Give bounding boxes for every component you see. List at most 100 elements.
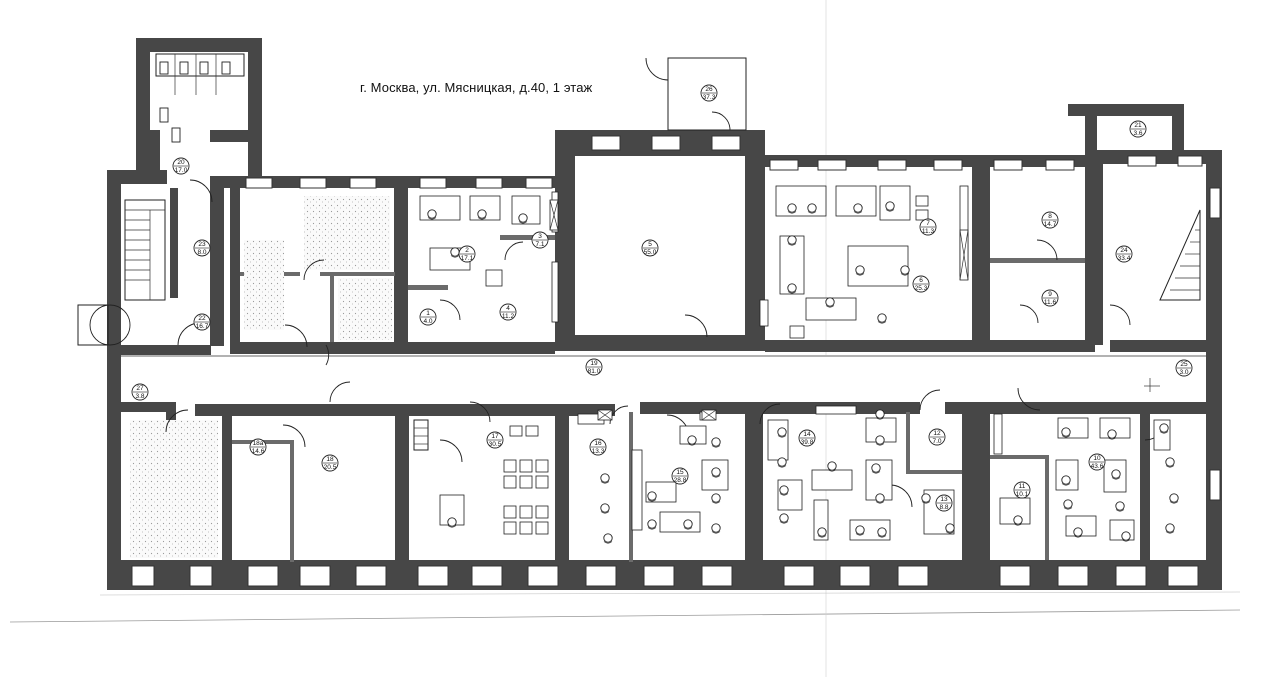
room-number: 20 [177, 159, 185, 166]
room-number: 3 [538, 233, 542, 240]
room-area: 16.7 [196, 323, 209, 330]
room-area: 7.1 [535, 241, 544, 248]
room-number: 15 [676, 469, 684, 476]
room-tag-7: 711.3 [919, 218, 937, 236]
entrance-porch [77, 304, 131, 346]
staircase-small [413, 419, 429, 451]
room-area: 17.1 [461, 255, 474, 262]
room-number: 11 [1019, 483, 1026, 490]
room-area: 8.8 [939, 504, 948, 511]
room-tag-21: 213.6 [1129, 120, 1147, 138]
room-tag-12: 127.0 [928, 428, 946, 446]
staircase-right [1159, 209, 1201, 301]
room-number: 1 [426, 310, 430, 317]
room-area: 43.6 [1091, 463, 1104, 470]
room-number: 12 [933, 430, 941, 437]
scan-edge-line [99, 591, 1241, 596]
room-number: 13 [940, 496, 948, 503]
windows-top [245, 135, 1221, 501]
furniture-room-14 [767, 405, 955, 541]
room-area: 28.8 [674, 477, 687, 484]
room-area: 3.6 [1133, 130, 1142, 137]
room-number: 5 [648, 241, 652, 248]
room-number: 26 [705, 86, 713, 93]
furniture-room-2 [419, 191, 559, 323]
room-number: 9 [1048, 291, 1052, 298]
scan-edge-line [9, 609, 1241, 623]
toilet-fixtures [155, 53, 245, 143]
room-area: 3.0 [1179, 369, 1188, 376]
room-number: 6 [919, 277, 923, 284]
room-area: 14.7 [1044, 221, 1057, 228]
hatched-area [338, 278, 392, 340]
room-area: 10.1 [1016, 491, 1029, 498]
room-number: 4 [506, 305, 510, 312]
room-area: 7.0 [932, 438, 941, 445]
windows-bottom [131, 565, 1199, 587]
room-area: 25.3 [915, 285, 928, 292]
room-area: 39.8 [801, 439, 814, 446]
room-area: 8.0 [197, 249, 206, 256]
room-area: 55.0 [644, 249, 657, 256]
room-area: 3.8 [135, 393, 144, 400]
room-number: 24 [1120, 247, 1128, 254]
room-number: 19 [590, 360, 598, 367]
room-tag-3: 37.1 [531, 231, 549, 249]
room-area: 11.2 [502, 313, 515, 320]
room-area: 20.5 [324, 464, 337, 471]
room-tag-9: 911.6 [1041, 289, 1059, 307]
room-number: 7 [926, 220, 930, 227]
room-number: 22 [198, 315, 206, 322]
cabinets [549, 199, 969, 421]
stairs-mark [1144, 378, 1160, 392]
room-area: 14.6 [252, 448, 265, 455]
room-number: 27 [136, 385, 144, 392]
room-tag-8: 814.7 [1041, 211, 1059, 229]
room-number: 25 [1180, 361, 1188, 368]
room-tag-2: 217.1 [458, 245, 476, 263]
room-area: 17.0 [175, 167, 188, 174]
room-number: 23 [198, 241, 206, 248]
room-tag-27: 273.8 [131, 383, 149, 401]
room-area: 11.3 [922, 228, 935, 235]
room-number: 8 [1048, 213, 1052, 220]
room-number: 17 [491, 433, 499, 440]
room-area: 33.4 [1118, 255, 1131, 262]
staircase-left [124, 199, 166, 301]
room-tag-25: 253.0 [1175, 359, 1193, 377]
room-tag-5: 555.0 [641, 239, 659, 257]
furniture-room-10 [993, 413, 1179, 542]
furniture-room-15 [577, 411, 729, 544]
furniture-room-6 [759, 185, 969, 339]
room-area: 37.3 [703, 94, 716, 101]
room-tag-23: 238.0 [193, 239, 211, 257]
room-number: 14 [803, 431, 811, 438]
hatched-area [130, 420, 218, 558]
annex-26 [645, 57, 747, 131]
room-area: 30.5 [489, 441, 502, 448]
room-number: 18а [253, 440, 264, 447]
room-number: 21 [1134, 122, 1142, 129]
room-area: 81.0 [588, 368, 601, 375]
hatched-area [304, 196, 390, 270]
room-tag-6: 625.3 [912, 275, 930, 293]
plan-title: г. Москва, ул. Мясницкая, д.40, 1 этаж [360, 80, 593, 95]
room-tag-4: 411.2 [499, 303, 517, 321]
room-tag-13: 138.8 [935, 494, 953, 512]
room-number: 10 [1093, 455, 1101, 462]
furniture-room-17 [439, 425, 549, 535]
room-number: 2 [465, 247, 469, 254]
room-area: 11.6 [1044, 299, 1057, 306]
room-number: 16 [594, 440, 602, 447]
